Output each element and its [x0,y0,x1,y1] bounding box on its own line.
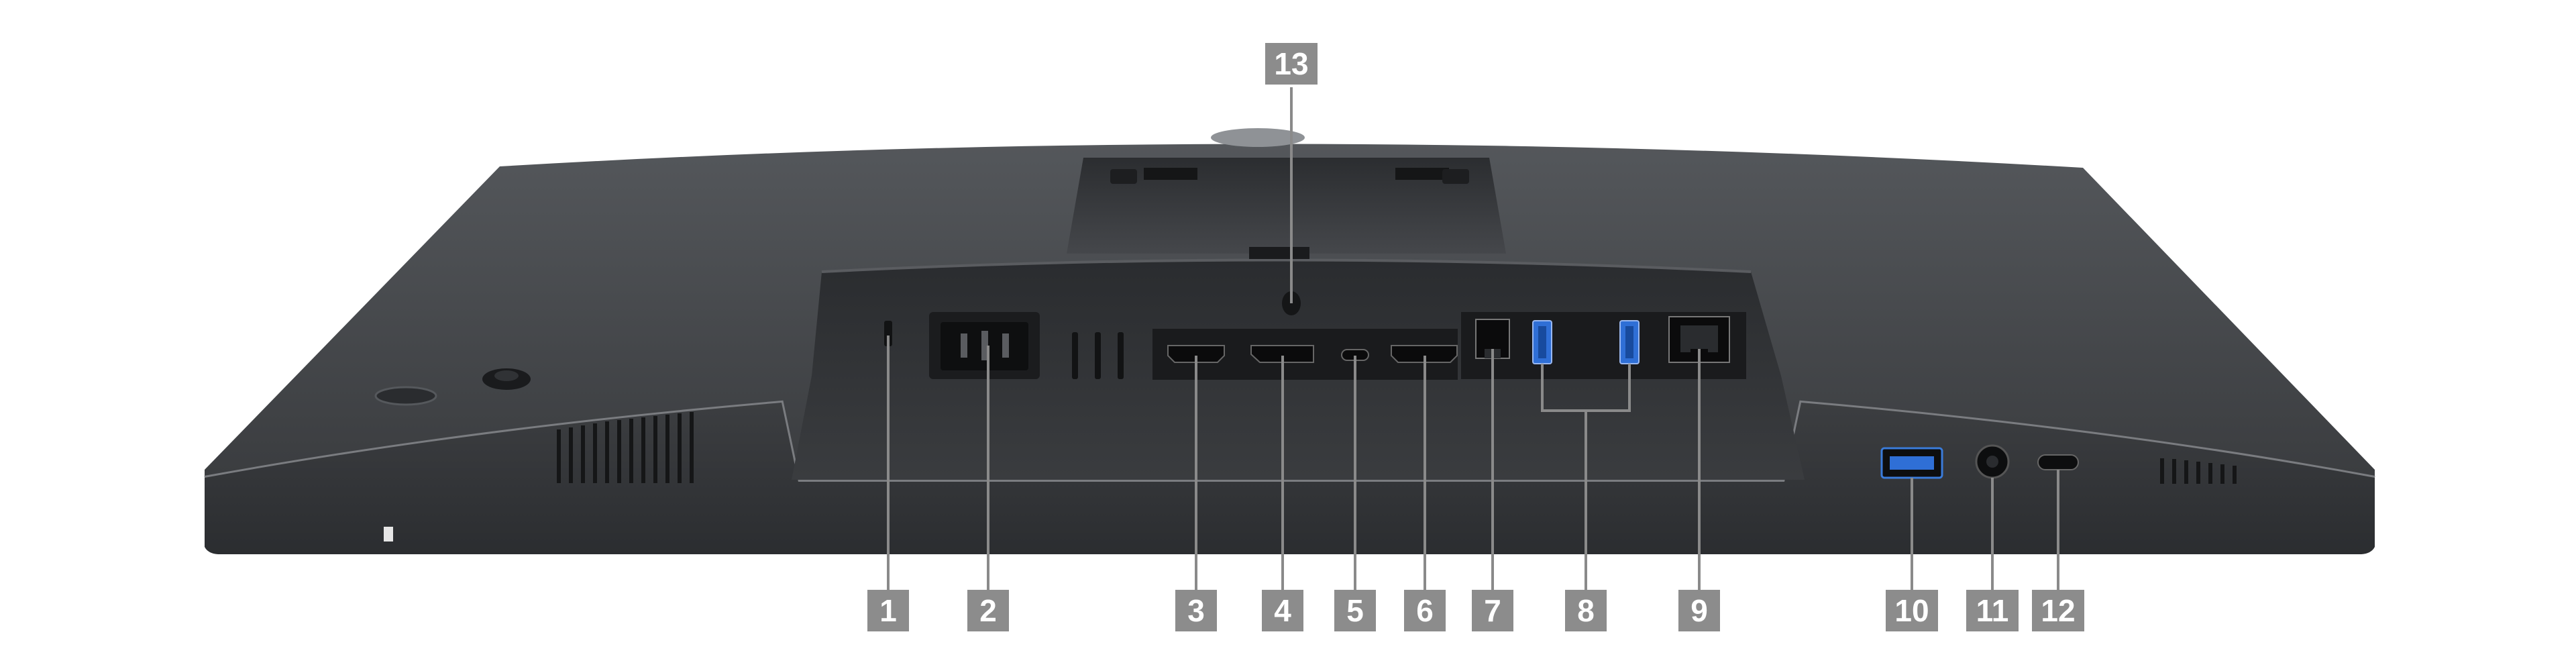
callout-label-5: 5 [1346,593,1364,628]
port-panel-ledge [821,258,1752,273]
monitor-body [204,128,2375,554]
callout-2: 2 [967,590,1009,631]
callout-label-6: 6 [1416,593,1434,628]
power-button[interactable] [374,386,437,406]
ac-power-inlet-icon [929,312,1040,379]
stand-mount-recess [1067,158,1506,254]
vent-slots [1072,332,1124,379]
callout-11: 11 [1966,590,2019,631]
callout-label-1: 1 [879,593,897,628]
callout-box-11 [1966,590,2019,631]
callout-label-13: 13 [1274,46,1308,81]
callout-box-3 [1175,590,1217,631]
callout-label-11: 11 [1976,593,2009,628]
callout-6: 6 [1404,590,1446,631]
callout-5: 5 [1334,590,1376,631]
callout-box-13 [1265,43,1318,85]
left-speaker-vent [557,412,694,483]
callout-box-10 [1886,590,1938,631]
callout-box-4 [1262,590,1303,631]
callout-box-5 [1334,590,1376,631]
callout-8: 8 [1565,590,1607,631]
rear-shell-bottom [205,403,2375,554]
callout-label-8: 8 [1577,593,1595,628]
callout-lines [887,87,2059,590]
power-led [384,527,393,541]
callout-label-12: 12 [2041,593,2075,628]
usb-a-port-side [1880,447,1943,479]
displayport-icon [1250,345,1314,363]
callout-9: 9 [1678,590,1720,631]
stand-slot-right [1395,168,1449,180]
callout-label-2: 2 [979,593,997,628]
right-speaker-vent [2160,458,2237,484]
hdmi-port-icon-2 [1391,345,1458,363]
dell-logo-badge [1211,128,1305,147]
security-lock-slot-icon [884,321,892,346]
callout-box-12 [2032,590,2084,631]
callout-7: 7 [1472,590,1513,631]
callout-box-2 [967,590,1009,631]
usb-c-port-side [2037,454,2079,470]
stand-slot-left [1144,168,1197,180]
cable-management-bar [1249,247,1309,259]
callout-label-4: 4 [1274,593,1291,628]
usb-a-port-blue-2 [1619,320,1640,364]
callout-10: 10 [1886,590,1938,631]
callout-label-7: 7 [1484,593,1501,628]
hdmi-port-icon [1167,345,1225,363]
callout-label-3: 3 [1187,593,1205,628]
callout-label-9: 9 [1690,593,1708,628]
headphone-jack-icon [1975,444,2010,479]
usb-a-port-blue-1 [1532,320,1552,364]
callout-box-9 [1678,590,1720,631]
callout-4: 4 [1262,590,1303,631]
callout-box-7 [1472,590,1513,631]
stand-screw-right [1442,169,1469,184]
callout-13: 13 [1265,43,1318,85]
callout-box-6 [1404,590,1446,631]
stand-screw-left [1110,169,1137,184]
callout-box-8 [1565,590,1607,631]
callout-12: 12 [2032,590,2084,631]
callout-box-1 [867,590,909,631]
callout-1: 1 [867,590,909,631]
callout-3: 3 [1175,590,1217,631]
callout-label-10: 10 [1894,593,1929,628]
